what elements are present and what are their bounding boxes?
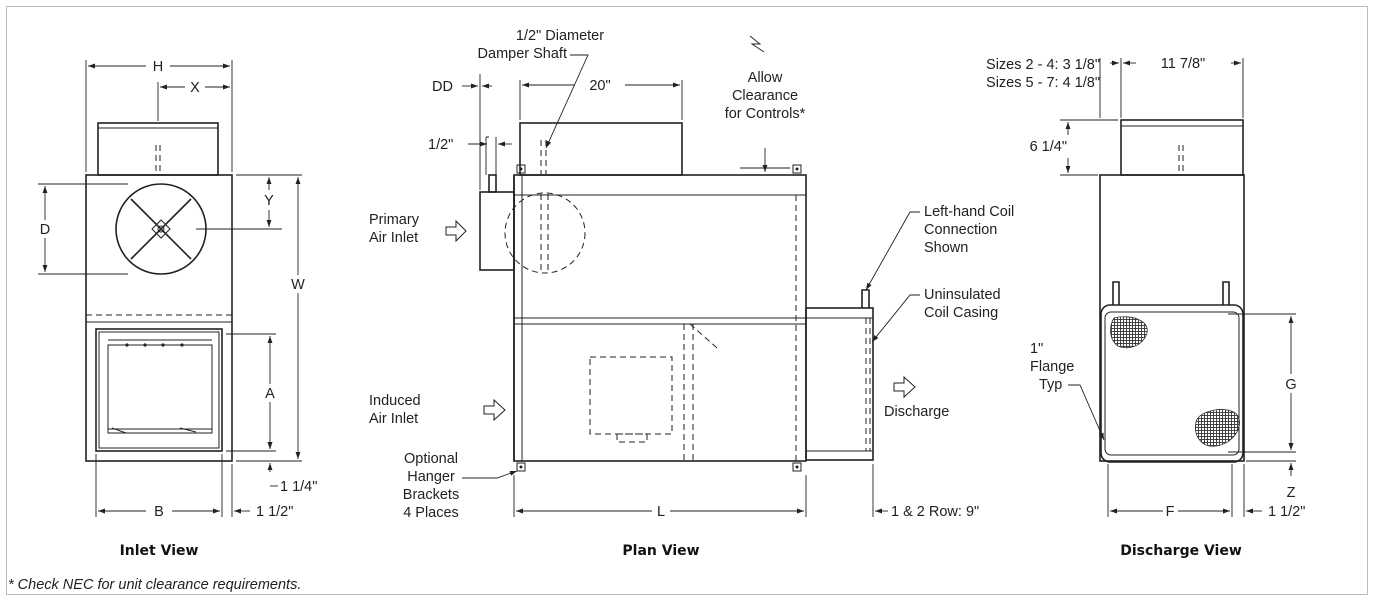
uninsulated-label-2: Coil Casing bbox=[924, 305, 998, 321]
hanger-label-2: Hanger bbox=[407, 469, 455, 485]
dim-label-half: 1/2" bbox=[428, 137, 453, 153]
damper-shaft-label-2: Damper Shaft bbox=[478, 46, 567, 62]
dim-label-g: G bbox=[1285, 377, 1296, 393]
plan-shaft-hidden bbox=[540, 140, 547, 174]
primary-inlet-collar bbox=[479, 191, 515, 271]
dim-label-one-quarter: 1 1/4" bbox=[280, 479, 317, 495]
dim-label-twenty: 20" bbox=[589, 78, 610, 94]
dim-label-dd: DD bbox=[432, 79, 453, 95]
inlet-body bbox=[85, 174, 233, 462]
dim-label-discharge-height: 6 1/4" bbox=[1030, 139, 1067, 155]
sizes-label-b: Sizes 5 - 7: 4 1/8" bbox=[986, 75, 1100, 91]
coil-connection bbox=[861, 289, 870, 308]
hanger-brackets bbox=[516, 164, 802, 472]
discharge-body bbox=[1099, 174, 1245, 462]
induced-inlet-opening bbox=[95, 328, 223, 452]
damper-shaft-label-1: 1/2" Diameter bbox=[516, 28, 604, 44]
coil-connections bbox=[1112, 281, 1230, 305]
discharge-arrow bbox=[893, 375, 916, 399]
dim-label-y: Y bbox=[264, 193, 274, 209]
sizes-label-a: Sizes 2 - 4: 3 1/8" bbox=[986, 57, 1100, 73]
primary-inlet-label-2: Air Inlet bbox=[369, 230, 418, 246]
damper-disc bbox=[115, 183, 207, 275]
dim-label-a: A bbox=[265, 386, 275, 402]
dim-label-z: Z bbox=[1287, 485, 1296, 501]
inlet-view: H X Y D W A 1 1/4" B bbox=[38, 59, 317, 559]
drawing-frame bbox=[6, 6, 1368, 595]
coil-fin-hatch-upper bbox=[1110, 316, 1148, 349]
plan-view: 20" DD 1/2" 1/2" Diameter Damper Shaft A… bbox=[369, 28, 1014, 559]
flange-label-1: 1" bbox=[1030, 341, 1043, 357]
dim-label-b: B bbox=[154, 504, 164, 520]
dim-label-discharge-width: 11 7/8" bbox=[1161, 56, 1205, 72]
discharge-top-collar bbox=[1120, 119, 1244, 176]
induced-inlet-label-2: Air Inlet bbox=[369, 411, 418, 427]
clearance-label-3: for Controls* bbox=[725, 106, 806, 122]
primary-inlet-label-1: Primary bbox=[369, 212, 420, 228]
dim-label-h: H bbox=[153, 59, 163, 75]
coil-conn-label-1: Left-hand Coil bbox=[924, 204, 1014, 220]
plan-fan-hidden bbox=[589, 356, 673, 435]
primary-air-arrow bbox=[445, 219, 467, 243]
clearance-label-1: Allow bbox=[748, 70, 783, 86]
induced-inlet-filter bbox=[107, 344, 213, 434]
discharge-view-title: Discharge View bbox=[1120, 543, 1242, 559]
dim-label-w: W bbox=[291, 277, 305, 293]
induced-air-arrow bbox=[483, 398, 506, 422]
discharge-view: Sizes 2 - 4: 3 1/8" Sizes 5 - 7: 4 1/8" … bbox=[986, 56, 1305, 559]
inlet-top-collar bbox=[97, 122, 219, 176]
dim-label-row-depth: 1 & 2 Row: 9" bbox=[891, 504, 979, 520]
hanger-label-3: Brackets bbox=[403, 487, 459, 503]
dim-label-d: D bbox=[40, 222, 50, 238]
hanger-label-4: 4 Places bbox=[403, 505, 459, 521]
dim-label-x: X bbox=[190, 80, 200, 96]
flange-label-2: Flange bbox=[1030, 359, 1074, 375]
coil-fin-hatch-lower bbox=[1195, 409, 1240, 447]
dim-label-inlet-one-half: 1 1/2" bbox=[256, 504, 293, 520]
discharge-label: Discharge bbox=[884, 404, 949, 420]
plan-partition bbox=[514, 317, 806, 325]
damper-shaft-stub bbox=[488, 174, 497, 193]
dim-label-discharge-one-half: 1 1/2" bbox=[1268, 504, 1305, 520]
induced-inlet-flange bbox=[98, 331, 220, 449]
inlet-shaft-hidden bbox=[155, 145, 161, 174]
coil-casing bbox=[805, 307, 874, 461]
coil-conn-label-3: Shown bbox=[924, 240, 968, 256]
plan-view-title: Plan View bbox=[622, 543, 699, 559]
clearance-label-2: Clearance bbox=[732, 88, 798, 104]
flange-label-3: Typ bbox=[1039, 377, 1062, 393]
damper-hidden bbox=[504, 192, 586, 274]
break-line bbox=[749, 35, 765, 53]
dim-label-f: F bbox=[1166, 504, 1175, 520]
coil-conn-label-2: Connection bbox=[924, 222, 997, 238]
dim-label-l: L bbox=[657, 504, 665, 520]
uninsulated-label-1: Uninsulated bbox=[924, 287, 1001, 303]
inlet-view-title: Inlet View bbox=[120, 543, 199, 559]
filter-clips bbox=[111, 343, 197, 434]
coil-face bbox=[1100, 304, 1244, 463]
plan-top-collar bbox=[519, 122, 683, 176]
footnote: * Check NEC for unit clearance requireme… bbox=[8, 577, 302, 593]
hanger-label-1: Optional bbox=[404, 451, 458, 467]
induced-inlet-label-1: Induced bbox=[369, 393, 421, 409]
coil-face-inner bbox=[1104, 311, 1240, 456]
